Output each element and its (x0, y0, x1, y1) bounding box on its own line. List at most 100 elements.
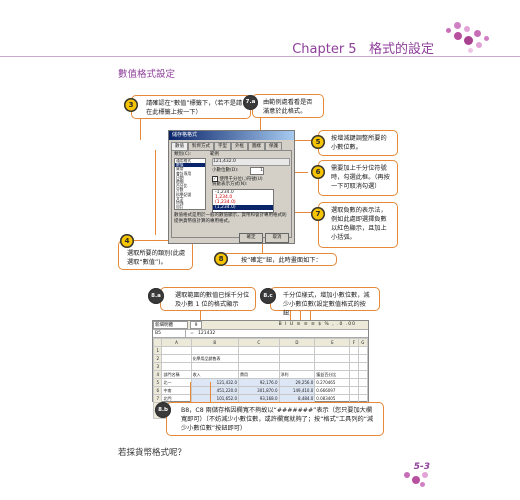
table-cell[interactable] (314, 354, 351, 363)
row-header[interactable]: 3 (152, 362, 163, 371)
sample-label: 範例 (210, 152, 219, 157)
connector-line (290, 212, 312, 213)
sample-value: 121,432.0 (212, 158, 290, 166)
table-cell[interactable] (161, 354, 192, 363)
row-header[interactable]: 5 (152, 378, 163, 387)
table-cell[interactable]: 獲益百分比 (314, 370, 351, 379)
table-cell[interactable] (161, 346, 192, 355)
column-header[interactable]: G (357, 338, 369, 347)
table-cell[interactable] (357, 370, 369, 379)
negative-item[interactable]: -1,234.0 (215, 190, 234, 195)
tab-alignment[interactable]: 對齊方式 (188, 142, 214, 150)
table-cell[interactable] (278, 346, 316, 355)
category-item[interactable]: 文字 (176, 195, 184, 201)
table-cell[interactable]: 301,870.0 (238, 386, 280, 395)
table-cell[interactable] (190, 346, 240, 355)
namebox[interactable]: B5 (153, 330, 186, 337)
table-cell[interactable] (238, 362, 280, 371)
callout-8c-badge: 8.c (260, 288, 276, 304)
table-cell[interactable]: 費用 (238, 370, 280, 379)
negative-item[interactable]: (1,234.0) (215, 200, 236, 205)
font-name-box[interactable]: 新細明體 (153, 321, 188, 329)
tab-font[interactable]: 字型 (214, 142, 231, 150)
table-cell[interactable]: 29,256.0 (278, 378, 316, 387)
table-cell[interactable] (349, 354, 359, 363)
cancel-button[interactable]: 取消 (265, 233, 289, 243)
table-cell[interactable]: 92,176.0 (238, 378, 280, 387)
table-cell[interactable]: 0.666097 (314, 386, 351, 395)
column-header[interactable] (152, 338, 163, 347)
category-item[interactable]: 特殊 (176, 200, 184, 206)
table-cell[interactable] (349, 362, 359, 371)
tab-border[interactable]: 外框 (231, 142, 248, 150)
column-header[interactable]: F (349, 338, 359, 347)
table-cell[interactable] (314, 362, 351, 371)
font-size-box[interactable]: 9 (190, 321, 202, 329)
table-cell[interactable]: 化學用品銷售表 (190, 354, 240, 363)
table-cell[interactable] (357, 362, 369, 371)
column-header[interactable]: C (238, 338, 280, 347)
category-item[interactable]: 貨幣 (176, 166, 184, 172)
column-header[interactable]: A (161, 338, 192, 347)
row-header[interactable]: 2 (152, 354, 163, 363)
table-cell[interactable] (349, 386, 359, 395)
negative-label: 負數表示方式(N): (212, 182, 248, 187)
callout-7: 選取負數的表示法，例如此處即選擇負數以紅色顯示，且加上小括弧。 (318, 202, 398, 248)
category-item[interactable]: 百分比 (176, 183, 188, 189)
ok-button[interactable]: 確定 (239, 233, 263, 243)
table-cell[interactable]: 121,432.0 (190, 378, 240, 387)
row-header[interactable]: 4 (152, 370, 163, 379)
table-cell[interactable]: 中南 (161, 386, 192, 395)
tab-number[interactable]: 數值 (171, 142, 188, 150)
table-cell[interactable]: 淨利 (278, 370, 316, 379)
thousands-checkbox[interactable]: ✓ 使用千分位(,)符號(U) (212, 176, 263, 182)
column-header[interactable]: E (314, 338, 351, 347)
callout-7a: 由範例處看看是否滿意於此格式。 (252, 94, 324, 118)
table-cell[interactable] (238, 354, 280, 363)
table-cell[interactable] (357, 386, 369, 395)
table-cell[interactable] (349, 378, 359, 387)
negative-item[interactable]: 1,234.0 (215, 195, 233, 200)
row-header[interactable]: 1 (152, 346, 163, 355)
table-cell[interactable] (161, 362, 192, 371)
table-cell[interactable] (278, 362, 316, 371)
table-cell[interactable] (314, 346, 351, 355)
category-item[interactable]: 日期 (176, 174, 184, 180)
category-list[interactable]: 通用格式數值貨幣會計專用日期時間百分比分數科學記號文字特殊自訂 (174, 158, 206, 210)
table-cell[interactable] (238, 346, 280, 355)
table-cell[interactable]: 0.270465 (314, 378, 351, 387)
table-cell[interactable] (357, 346, 369, 355)
table-cell[interactable] (357, 354, 369, 363)
callout-6-badge: 6 (311, 165, 325, 179)
column-header[interactable]: D (278, 338, 316, 347)
table-cell[interactable]: 451,220.0 (190, 386, 240, 395)
table-cell[interactable]: 收入 (190, 370, 240, 379)
tab-pattern[interactable]: 圖樣 (248, 142, 265, 150)
negative-item[interactable]: (1,234.0) (213, 205, 273, 210)
category-item[interactable]: 科學記號 (176, 191, 192, 197)
callout-8: 按“確定”鈕，此時畫面如下： (222, 253, 337, 266)
table-cell[interactable]: 部門名稱 (161, 370, 192, 379)
connector-line (155, 150, 156, 235)
category-item[interactable]: 時間 (176, 179, 184, 185)
callout-4: 選取所要的類別(此處選取“數值”)。 (118, 240, 193, 270)
table-cell[interactable] (349, 346, 359, 355)
formula-value[interactable]: 121432 (198, 331, 216, 336)
table-cell[interactable] (278, 354, 316, 363)
tab-protection[interactable]: 保護 (265, 142, 282, 150)
row-header[interactable]: 6 (152, 386, 163, 395)
table-cell[interactable] (349, 370, 359, 379)
table-row: 3 (152, 362, 369, 371)
category-item[interactable]: 通用格式 (176, 158, 192, 163)
table-cell[interactable] (190, 362, 240, 371)
category-item[interactable]: 分數 (176, 187, 184, 193)
column-header[interactable]: B (190, 338, 240, 347)
category-item[interactable]: 數值 (175, 162, 205, 168)
category-item[interactable]: 會計專用 (176, 170, 192, 176)
table-cell[interactable] (357, 378, 369, 387)
decimal-stepper[interactable]: 1 (250, 167, 264, 175)
table-cell[interactable]: 北一 (161, 378, 192, 387)
table-cell[interactable]: 149,410.0 (278, 386, 316, 395)
category-item[interactable]: 自訂 (176, 204, 184, 210)
